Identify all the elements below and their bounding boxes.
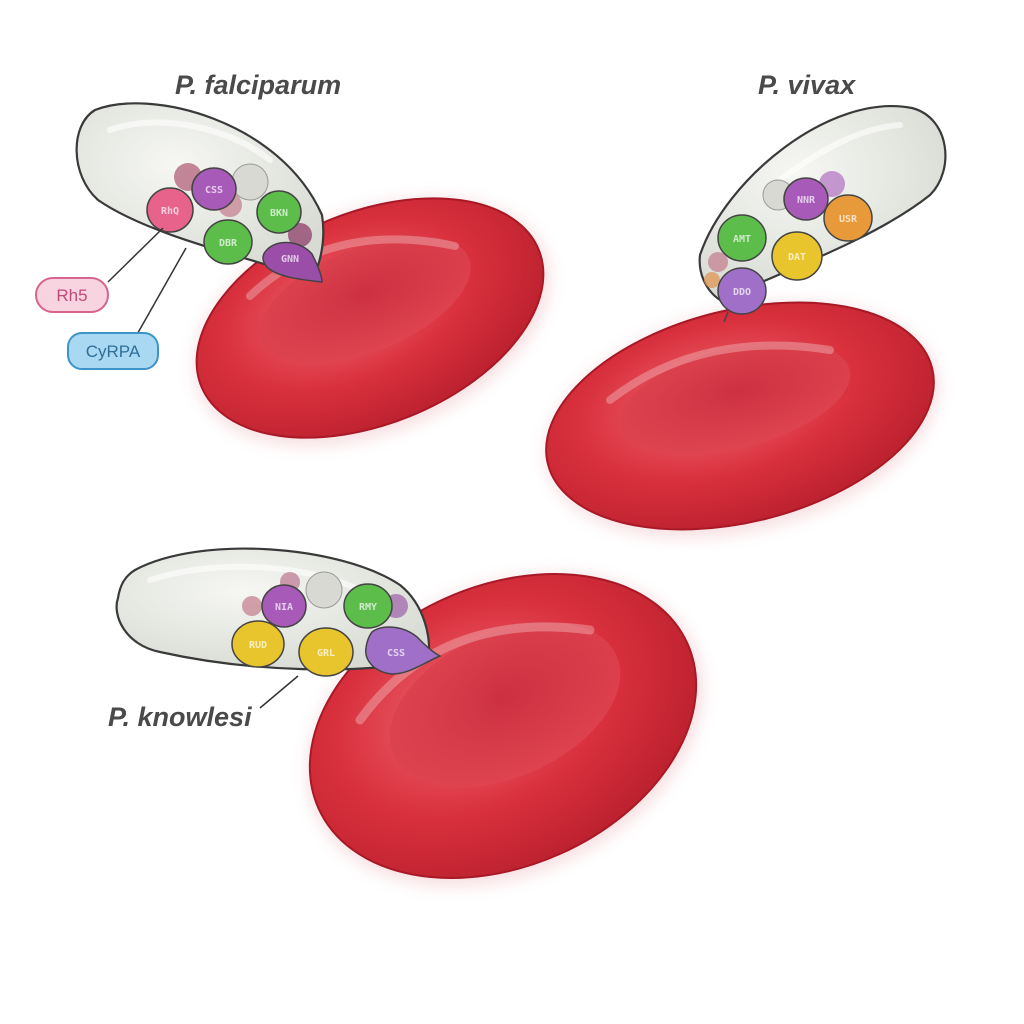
svg-text:RhQ: RhQ	[161, 206, 179, 217]
vivax-group: NNR AMT USR DAT DDO	[545, 70, 947, 538]
svg-text:GNN: GNN	[281, 254, 299, 265]
svg-text:AMT: AMT	[733, 234, 751, 245]
falciparum-proteins: RhQ CSS BKN DBR GNN	[146, 167, 323, 283]
protein-blob: AMT	[717, 214, 767, 262]
svg-text:RMY: RMY	[359, 602, 377, 613]
leader-line-rh5	[107, 227, 164, 283]
svg-text:DAT: DAT	[788, 252, 806, 263]
svg-text:DDO: DDO	[733, 287, 751, 298]
svg-text:USR: USR	[839, 214, 858, 225]
protein-blob: NIA	[261, 584, 307, 628]
svg-text:GRL: GRL	[317, 648, 335, 659]
red-blood-cell-vivax	[545, 301, 938, 538]
protein-blob: NNR	[783, 177, 829, 221]
protein-blob: DDO	[717, 267, 767, 315]
protein-blob: USR	[823, 194, 873, 242]
svg-text:CSS: CSS	[387, 648, 405, 659]
falciparum-group: RhQ CSS BKN DBR GNN	[35, 70, 550, 446]
svg-text:NIA: NIA	[275, 602, 293, 613]
protein-blob: RMY	[343, 583, 393, 629]
parasite-vivax: NNR AMT USR DAT DDO	[698, 105, 947, 323]
species-label-vivax: P. vivax	[758, 70, 856, 100]
protein-blob: GRL	[298, 627, 354, 677]
protein-blob: CSS	[191, 167, 237, 211]
leader-line-cyrpa	[134, 247, 187, 339]
svg-text:DBR: DBR	[219, 238, 238, 249]
knowlesi-proteins: NIA RMY RUD GRL CSS	[231, 583, 442, 677]
protein-blob-cyrpa: DBR	[203, 219, 253, 265]
svg-text:RUD: RUD	[249, 640, 267, 651]
callout-rh5: Rh5	[35, 277, 109, 313]
protein-blob: DAT	[771, 231, 823, 281]
protein-blob-rh5: RhQ	[146, 187, 194, 233]
protein-blob: CSS	[365, 626, 442, 675]
svg-text:BKN: BKN	[270, 208, 288, 219]
leader-line-knowlesi	[259, 675, 299, 709]
svg-text:CSS: CSS	[205, 185, 223, 196]
protein-blob: RUD	[231, 620, 285, 668]
species-label-knowlesi: P. knowlesi	[108, 702, 252, 732]
svg-text:Rh5: Rh5	[56, 286, 87, 305]
svg-text:CyRPA: CyRPA	[86, 342, 141, 361]
species-label-falciparum: P. falciparum	[175, 70, 341, 100]
knowlesi-group: NIA RMY RUD GRL CSS	[108, 547, 703, 886]
protein-blob: BKN	[256, 190, 302, 234]
vivax-proteins: NNR AMT USR DAT DDO	[717, 177, 873, 315]
parasite-knowlesi: NIA RMY RUD GRL CSS	[115, 547, 442, 677]
svg-text:NNR: NNR	[797, 195, 816, 206]
protein-blob: GNN	[262, 241, 323, 283]
callout-cyrpa: CyRPA	[67, 332, 159, 370]
parasite-falciparum: RhQ CSS BKN DBR GNN	[75, 102, 325, 283]
